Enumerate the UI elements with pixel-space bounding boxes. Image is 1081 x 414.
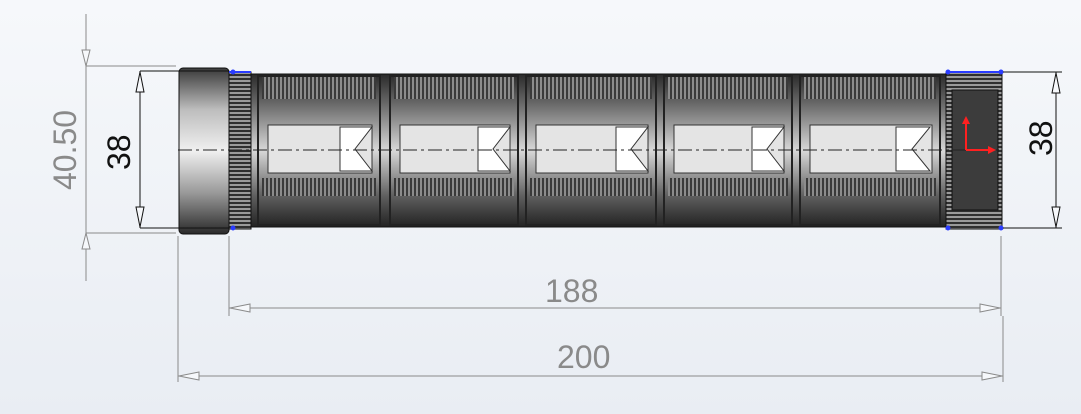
dim-body-length[interactable]: [228, 236, 1002, 316]
dim-overall-length-label[interactable]: 200: [557, 339, 610, 375]
left-end-cap[interactable]: [178, 67, 230, 235]
dim-overall-length[interactable]: [177, 236, 1004, 382]
segment-1: [257, 75, 381, 226]
dim-left-inner-height-label[interactable]: 38: [101, 134, 137, 170]
dim-right-height[interactable]: [1003, 71, 1062, 229]
dim-left-outer-height-label[interactable]: 40.50: [47, 110, 83, 190]
dim-right-height-label[interactable]: 38: [1023, 120, 1059, 156]
segment-5: [799, 75, 941, 226]
dim-body-length-label[interactable]: 188: [545, 273, 598, 309]
origin-axis-icon: [962, 116, 996, 154]
dim-left-outer-height[interactable]: [81, 14, 176, 281]
dim-left-inner-height[interactable]: [135, 70, 229, 229]
segment-2: [389, 75, 519, 226]
segment-4: [663, 75, 793, 226]
part-body[interactable]: [178, 67, 1004, 235]
